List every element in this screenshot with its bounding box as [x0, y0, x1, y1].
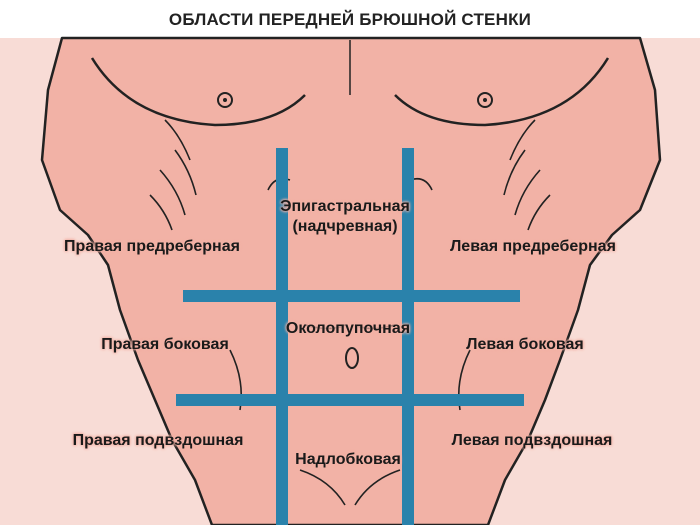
right-pectoral [90, 57, 306, 127]
label-left-hypochondriac: Левая предреберная [450, 238, 616, 255]
right-rib-strokes [149, 119, 197, 231]
right-nipple [217, 92, 233, 108]
left-pectoral [394, 57, 610, 127]
navel [345, 347, 359, 369]
left-nipple [477, 92, 493, 108]
label-epigastric-line2: (надчревная) [292, 218, 398, 235]
label-hypogastric: Надлобковая [295, 451, 401, 468]
label-left-lateral: Левая боковая [466, 336, 584, 353]
right-nipple-center [223, 98, 227, 102]
upper-horizontal-line [183, 290, 520, 302]
label-left-inguinal: Левая подвздошная [451, 432, 613, 449]
region-grid [176, 148, 524, 525]
label-epigastric-line1: Эпигастральная [280, 198, 410, 215]
label-umbilical: Околопупочная [285, 320, 411, 337]
label-right-lateral: Правая боковая [101, 336, 229, 353]
lower-horizontal-line [176, 394, 524, 406]
left-rib-strokes [503, 119, 551, 231]
page-title: ОБЛАСТИ ПЕРЕДНЕЙ БРЮШНОЙ СТЕНКИ [168, 10, 532, 29]
left-nipple-center [483, 98, 487, 102]
left-vertical-line [402, 148, 414, 525]
label-right-hypochondriac: Правая предреберная [64, 238, 240, 255]
right-vertical-line [276, 148, 288, 525]
label-right-inguinal: Правая подвздошная [72, 432, 244, 449]
